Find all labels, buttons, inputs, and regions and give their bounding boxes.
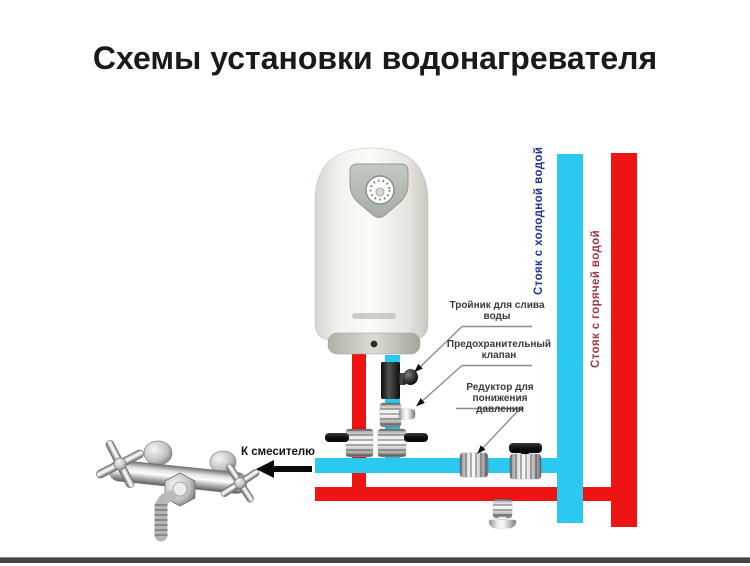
- page-title: Схемы установки водонагревателя: [92, 40, 658, 76]
- hot-pipe-horizontal: [315, 487, 637, 501]
- safety-valve-spout: [399, 409, 415, 419]
- ball-valve-hot-body: [346, 429, 373, 457]
- safety-valve-body: [380, 403, 401, 427]
- heater-dial-knob: [375, 187, 385, 197]
- drain-fitting-stem: [498, 516, 507, 522]
- drain-fitting-body: [493, 499, 512, 518]
- ball-valve-supply-stem: [521, 449, 529, 457]
- mixer-faucet-image: [96, 440, 260, 542]
- drain-tee-valve-knob: [403, 369, 418, 385]
- hot-water-riser: [611, 153, 637, 527]
- drain-fitting-bell: [489, 520, 516, 528]
- ball-valve-supply-body: [510, 454, 541, 479]
- hot-riser-label: Стояк с горячей водой: [590, 229, 602, 368]
- drain-tee-body: [381, 362, 400, 399]
- heater-cap-dot: [370, 340, 378, 348]
- bottom-border-bar: [0, 557, 750, 563]
- drain-tee-branch: [398, 373, 406, 385]
- faucet-handle-left: [96, 440, 144, 488]
- faucet-handle-right: [220, 463, 260, 503]
- safety-valve-callout-label: Предохранительный клапан: [446, 339, 552, 361]
- water-heater-image: [314, 147, 429, 355]
- ball-valve-supply-handle: [509, 443, 542, 453]
- cold-pipe-horizontal: [315, 458, 583, 473]
- ball-valve-hot-handle: [325, 433, 349, 442]
- ball-valve-cold-body: [378, 429, 406, 457]
- cold-water-riser: [557, 154, 583, 523]
- safety-callout-arrowhead: [416, 398, 425, 407]
- heater-dial-ticks: [369, 179, 391, 201]
- pressure-reducer-callout-label: Редуктор для понижения давления: [466, 382, 534, 415]
- heater-logo: [352, 313, 396, 319]
- faucet-escutcheon-left: [143, 440, 173, 466]
- cold-riser-label: Стояк с холодной водой: [533, 146, 545, 295]
- pressure-reducer-body: [460, 453, 488, 477]
- ball-valve-cold-handle: [404, 433, 428, 442]
- tee-callout-label: Тройник для слива воды: [449, 300, 545, 322]
- hot-outlet-pipe-vertical: [352, 353, 366, 501]
- to-mixer-label: К смесителю: [241, 446, 315, 458]
